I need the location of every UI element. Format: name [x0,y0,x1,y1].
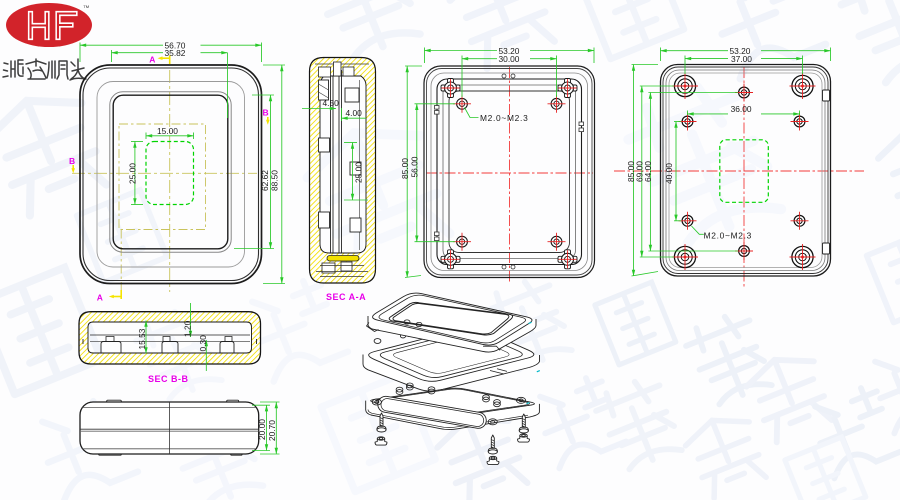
svg-text:64.00: 64.00 [643,161,653,182]
svg-text:20.00: 20.00 [257,419,267,440]
svg-text:™: ™ [83,5,90,12]
svg-text:30.00: 30.00 [499,54,520,64]
svg-text:A: A [149,55,155,65]
svg-text:SEC B-B: SEC B-B [148,374,189,384]
svg-text:35.82: 35.82 [165,48,186,58]
svg-text:56.70: 56.70 [165,40,186,50]
svg-text:85.00: 85.00 [400,158,410,179]
svg-text:85.00: 85.00 [626,161,636,182]
svg-text:62.62: 62.62 [260,170,270,191]
svg-text:15.00: 15.00 [157,126,178,136]
svg-text:53.20: 53.20 [499,46,520,56]
svg-text:A: A [97,293,103,303]
svg-text:4.00: 4.00 [346,108,363,118]
svg-text:25.00: 25.00 [354,162,364,183]
svg-text:B: B [69,156,75,166]
svg-text:40.00: 40.00 [664,163,674,184]
svg-text:25.00: 25.00 [127,163,137,184]
svg-text:88.50: 88.50 [270,170,280,191]
svg-text:69.00: 69.00 [634,161,644,182]
svg-text:20.70: 20.70 [267,420,277,441]
svg-text:SEC A-A: SEC A-A [326,292,366,302]
svg-text:4.50: 4.50 [323,98,340,108]
svg-text:M2.0~M2.3: M2.0~M2.3 [480,113,528,123]
svg-text:1.20: 1.20 [182,320,192,337]
svg-text:37.00: 37.00 [731,54,752,64]
svg-text:B: B [263,108,269,118]
svg-text:53.20: 53.20 [730,46,751,56]
svg-text:56.00: 56.00 [409,156,419,177]
svg-text:M2.0~M2.3: M2.0~M2.3 [704,231,752,241]
svg-text:36.00: 36.00 [731,104,752,114]
svg-text:15.53: 15.53 [137,328,147,349]
svg-text:0.30: 0.30 [198,335,208,352]
